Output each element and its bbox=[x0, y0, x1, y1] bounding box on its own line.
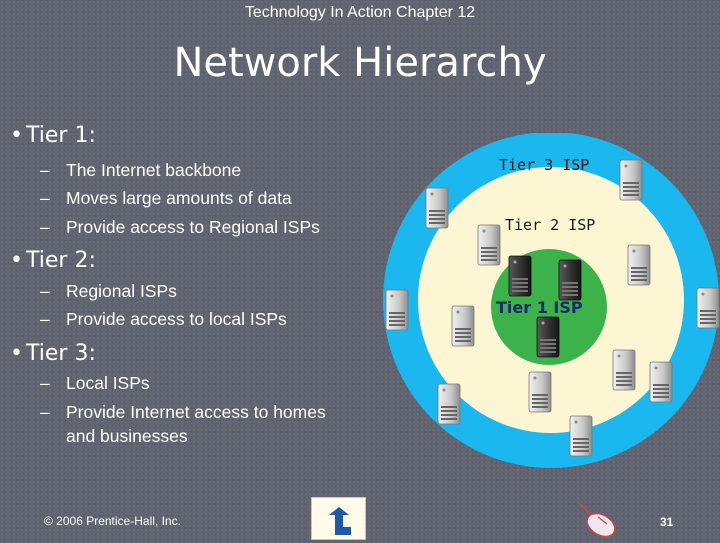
bullet-label: Tier 2: bbox=[26, 248, 96, 273]
tier-2-server-icon bbox=[612, 349, 636, 391]
bullet-label: Tier 1: bbox=[26, 123, 96, 148]
bullet-label: Tier 3: bbox=[26, 341, 96, 366]
list-item: –Moves large amounts of data bbox=[40, 188, 292, 208]
tier-2-label: Tier 2 ISP bbox=[505, 216, 595, 234]
list-item: –Provide access to Regional ISPs bbox=[40, 217, 320, 237]
tier-1-label: Tier 1 ISP bbox=[496, 298, 583, 317]
tier-3-server-icon bbox=[619, 159, 643, 201]
bullet-dot-icon: • bbox=[10, 248, 23, 273]
return-button[interactable] bbox=[311, 497, 366, 540]
mouse-icon bbox=[578, 502, 616, 538]
tier-3-server-icon bbox=[425, 187, 449, 229]
copyright-text: © 2006 Prentice-Hall, Inc. bbox=[44, 514, 181, 528]
slide-header: Technology In Action Chapter 12 bbox=[244, 4, 476, 21]
tier-2-server-icon bbox=[477, 224, 501, 266]
bullet-tier-3: •Tier 3: bbox=[10, 341, 96, 366]
tier-3-server-icon bbox=[385, 289, 409, 331]
network-hierarchy-diagram: Tier 3 ISP Tier 2 ISP Tier 1 ISP bbox=[383, 133, 720, 468]
tier-1-server-icon bbox=[508, 255, 532, 297]
tier-2-server-icon bbox=[451, 305, 475, 347]
bullet-dot-icon: • bbox=[10, 123, 23, 148]
bullet-dot-icon: • bbox=[10, 341, 23, 366]
list-item: –Local ISPs bbox=[40, 373, 150, 393]
tier-2-server-icon bbox=[528, 371, 552, 413]
bullet-tier-2: •Tier 2: bbox=[10, 248, 96, 273]
bullet-tier-1: •Tier 1: bbox=[10, 123, 96, 148]
tier-3-server-icon bbox=[437, 383, 461, 425]
tier-3-server-icon bbox=[569, 415, 593, 457]
tier-1-server-icon bbox=[558, 259, 582, 301]
list-item: –Regional ISPs bbox=[40, 281, 177, 301]
tier-2-server-icon bbox=[627, 244, 651, 286]
tier-3-server-icon bbox=[696, 287, 720, 329]
tier-1-server-icon bbox=[536, 316, 560, 358]
return-arrow-icon bbox=[329, 507, 351, 535]
page-number: 31 bbox=[660, 515, 674, 529]
slide-title: Network Hierarchy bbox=[173, 40, 547, 86]
tier-3-server-icon bbox=[649, 361, 673, 403]
list-item-continuation: and businesses bbox=[66, 426, 188, 446]
tier-3-label: Tier 3 ISP bbox=[499, 156, 589, 174]
list-item: –The Internet backbone bbox=[40, 160, 242, 180]
list-item: –Provide Internet access to homes bbox=[40, 402, 326, 422]
list-item: –Provide access to local ISPs bbox=[40, 309, 287, 329]
